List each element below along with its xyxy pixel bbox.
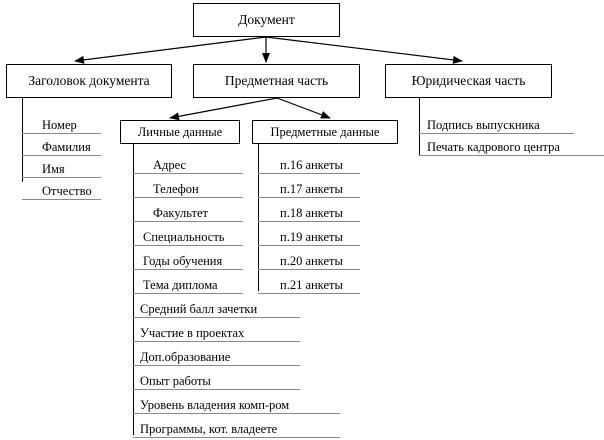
list-item[interactable]: Доп.образование bbox=[133, 342, 300, 366]
node-document-header[interactable]: Заголовок документа bbox=[6, 64, 172, 98]
list-item[interactable]: Имя bbox=[22, 156, 101, 178]
node-personal-data[interactable]: Личные данные bbox=[120, 120, 240, 144]
drop-line-subject-data bbox=[258, 144, 259, 291]
node-subject-part[interactable]: Предметная часть bbox=[193, 64, 360, 98]
list-item[interactable]: Адрес bbox=[133, 150, 243, 174]
list-item[interactable]: п.19 анкеты bbox=[258, 222, 360, 246]
list-item[interactable]: Опыт работы bbox=[133, 366, 300, 390]
list-item[interactable]: Печать кадрового центра bbox=[419, 134, 604, 156]
list-item[interactable]: Участие в проектах bbox=[133, 318, 300, 342]
list-item[interactable]: п.16 анкеты bbox=[258, 150, 360, 174]
node-document-label: Документ bbox=[238, 12, 295, 28]
list-item[interactable]: Факультет bbox=[133, 198, 243, 222]
node-subject-data[interactable]: Предметные данные bbox=[252, 120, 398, 144]
list-item[interactable]: Номер bbox=[22, 112, 101, 134]
drop-line-header bbox=[22, 98, 23, 182]
node-legal-part[interactable]: Юридическая часть bbox=[385, 64, 552, 98]
list-item[interactable]: п.20 анкеты bbox=[258, 246, 360, 270]
drop-line-legal bbox=[419, 98, 420, 156]
list-item[interactable]: Подпись выпускника bbox=[419, 112, 574, 134]
list-item[interactable]: Тема диплома bbox=[133, 270, 243, 294]
node-personal-data-label: Личные данные bbox=[137, 124, 223, 139]
node-legal-part-label: Юридическая часть bbox=[411, 73, 526, 89]
list-item[interactable]: Отчество bbox=[22, 178, 101, 200]
node-subject-part-label: Предметная часть bbox=[224, 73, 329, 89]
list-item[interactable]: Телефон bbox=[133, 174, 243, 198]
list-item[interactable]: Уровень владения комп-ром bbox=[133, 390, 340, 414]
node-document-header-label: Заголовок документа bbox=[28, 73, 150, 89]
drop-line-personal bbox=[133, 144, 134, 435]
list-item[interactable]: п.17 анкеты bbox=[258, 174, 360, 198]
list-item[interactable]: Средний балл зачетки bbox=[133, 294, 300, 318]
list-item[interactable]: п.18 анкеты bbox=[258, 198, 360, 222]
list-item[interactable]: Фамилия bbox=[22, 134, 101, 156]
list-item[interactable]: п.21 анкеты bbox=[258, 270, 360, 294]
list-item[interactable]: Годы обучения bbox=[133, 246, 243, 270]
list-item[interactable]: Специальность bbox=[133, 222, 243, 246]
node-document[interactable]: Документ bbox=[193, 3, 340, 37]
list-item[interactable]: Программы, кот. владеете bbox=[133, 414, 340, 438]
node-subject-data-label: Предметные данные bbox=[270, 124, 380, 139]
